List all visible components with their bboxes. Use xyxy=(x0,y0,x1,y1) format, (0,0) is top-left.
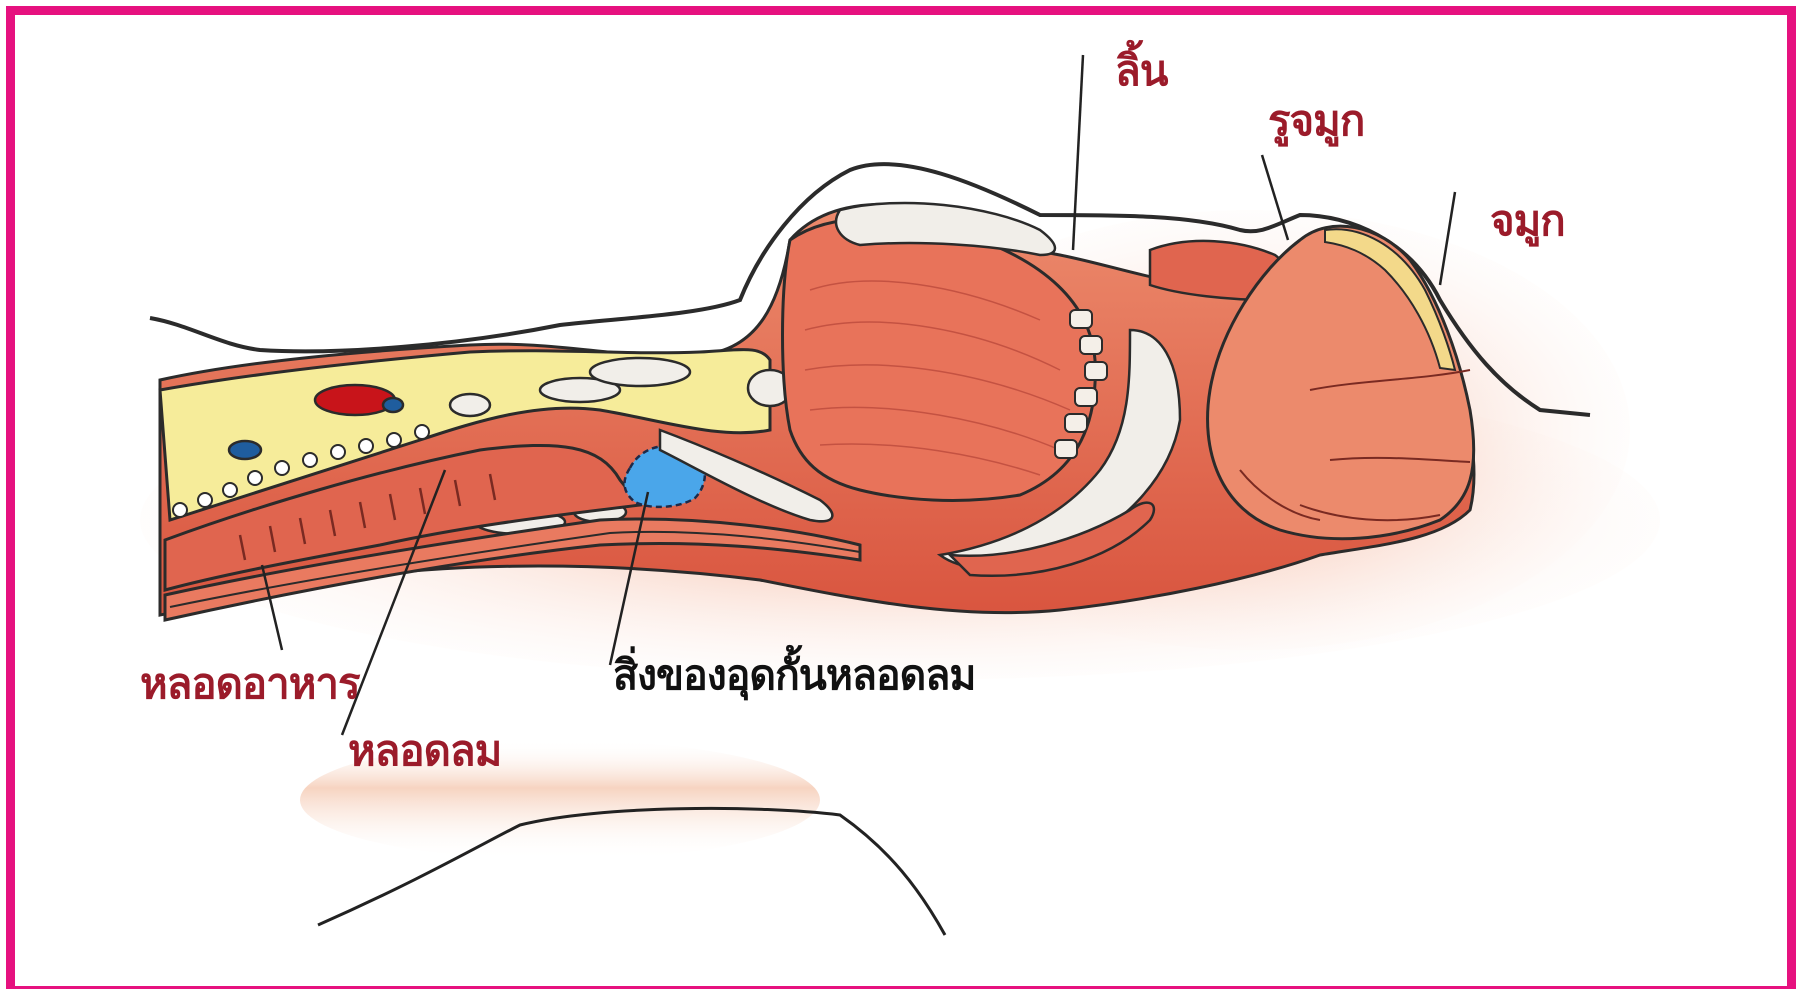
label-trachea: หลอดลม xyxy=(348,730,501,772)
label-nostril: รูจมูก xyxy=(1268,100,1364,142)
label-nose: จมูก xyxy=(1490,200,1565,242)
label-airway-obstruction: สิ่งของอุดกั้นหลอดลม xyxy=(613,655,975,696)
label-esophagus: หลอดอาหาร xyxy=(140,663,360,705)
label-tongue: ลิ้น xyxy=(1115,50,1167,92)
